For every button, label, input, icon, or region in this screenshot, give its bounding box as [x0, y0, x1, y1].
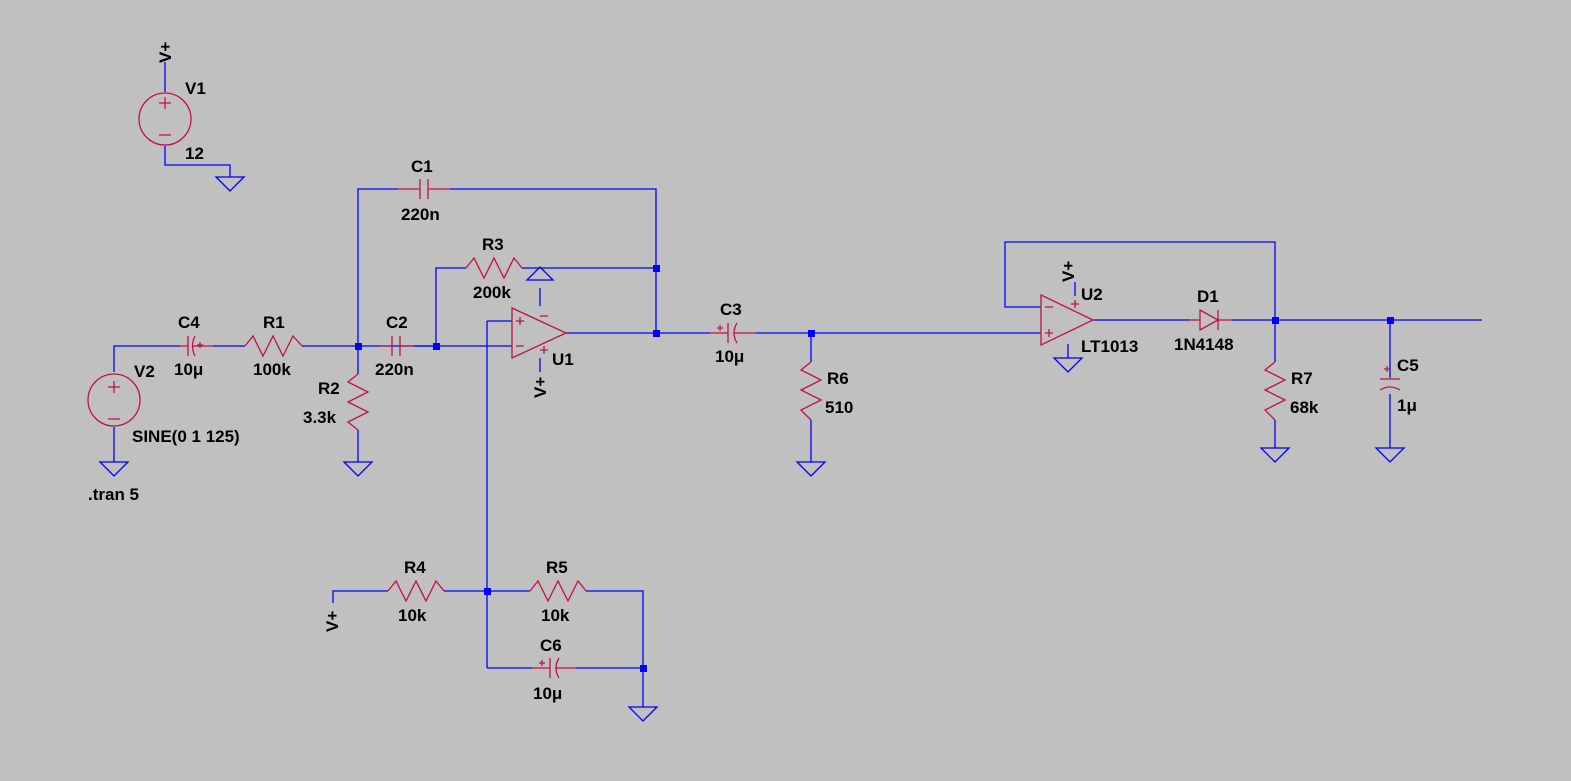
d1-value-label: 1N4148 [1174, 335, 1234, 354]
capacitor-icon [398, 179, 450, 199]
ground-icon [98, 461, 130, 477]
r2-ref-label: R2 [318, 379, 340, 398]
resistor-icon [387, 579, 445, 603]
ground-icon [342, 461, 374, 477]
junction-dot [808, 330, 815, 337]
resistor-r3[interactable]: R3 200k [465, 235, 523, 302]
c5-ref-label: C5 [1397, 356, 1419, 375]
r5-ref-label: R5 [546, 558, 568, 577]
ground-icon [795, 461, 827, 477]
opamp-u2[interactable]: U2 LT1013 V+ [1040, 261, 1138, 356]
v1-ref-label: V1 [185, 79, 206, 98]
r1-value-label: 100k [253, 360, 291, 379]
junction-dot [1387, 317, 1394, 324]
resistor-icon [346, 373, 370, 431]
c2-value-label: 220n [375, 360, 414, 379]
u1-net-label: V+ [531, 377, 550, 398]
opamp-icon [1040, 293, 1095, 347]
opamp-icon [511, 306, 568, 360]
resistor-r4[interactable]: R4 10k V+ [323, 558, 445, 632]
resistor-r6[interactable]: R6 510 [799, 361, 853, 421]
ground-icon [214, 176, 246, 192]
junction-dot [433, 343, 440, 350]
source-circle-icon [138, 92, 192, 146]
r3-value-label: 200k [473, 283, 511, 302]
c1-ref-label: C1 [411, 157, 433, 176]
capacitor-c4[interactable]: C4 10μ [174, 313, 213, 379]
diode-d1[interactable]: D1 1N4148 [1174, 287, 1234, 354]
c3-ref-label: C3 [720, 300, 742, 319]
resistor-icon [465, 256, 523, 280]
r5-value-label: 10k [541, 606, 570, 625]
capacitor-c3[interactable]: C3 10μ [710, 300, 756, 366]
junction-dot [653, 330, 660, 337]
u1-ref-label: U1 [552, 350, 574, 369]
capacitor-c1[interactable]: C1 220n [398, 157, 450, 224]
capacitor-c2[interactable]: C2 220n [375, 313, 414, 379]
c4-ref-label: C4 [178, 313, 200, 332]
resistor-icon [529, 579, 587, 603]
r6-value-label: 510 [825, 398, 853, 417]
c1-value-label: 220n [401, 205, 440, 224]
resistor-r1[interactable]: R1 100k [244, 313, 303, 379]
voltage-source-v1[interactable]: V1 12 V+ [138, 42, 206, 163]
resistor-r7[interactable]: R7 68k [1263, 361, 1319, 421]
d1-ref-label: D1 [1197, 287, 1219, 306]
resistor-icon [1263, 361, 1287, 421]
capacitor-c5[interactable]: C5 1μ [1379, 356, 1419, 415]
ground-icon [1259, 447, 1291, 463]
u2-net-label: V+ [1059, 261, 1078, 282]
v2-ref-label: V2 [134, 362, 155, 381]
c3-value-label: 10μ [715, 347, 744, 366]
r7-value-label: 68k [1290, 398, 1319, 417]
r2-value-label: 3.3k [303, 408, 337, 427]
junction-dot [640, 665, 647, 672]
r3-ref-label: R3 [482, 235, 504, 254]
capacitor-c6[interactable]: C6 10μ [532, 636, 576, 703]
r4-net-label: V+ [323, 611, 342, 632]
u2-value-label: LT1013 [1081, 337, 1138, 356]
ground-icon [1374, 447, 1406, 463]
v1-net-label: V+ [156, 42, 175, 63]
capacitor-icon [380, 336, 414, 356]
junction-dot [653, 265, 660, 272]
source-circle-icon [87, 373, 141, 427]
r7-ref-label: R7 [1291, 369, 1313, 388]
diode-icon [1190, 308, 1232, 332]
ground-icon [627, 706, 659, 722]
v1-value-label: 12 [185, 144, 204, 163]
ground-symbols [98, 176, 1406, 722]
junction-dot [484, 588, 491, 595]
c5-value-label: 1μ [1397, 396, 1417, 415]
resistor-r2[interactable]: R2 3.3k [303, 373, 370, 431]
capacitor-icon [1379, 366, 1401, 391]
junctions [355, 265, 1394, 672]
c6-ref-label: C6 [540, 636, 562, 655]
u2-ref-label: U2 [1081, 285, 1103, 304]
spice-directive[interactable]: .tran 5 [88, 485, 139, 504]
r4-ref-label: R4 [404, 558, 426, 577]
resistor-r5[interactable]: R5 10k [529, 558, 587, 625]
opamp-u1[interactable]: U1 V+ [511, 306, 574, 398]
junction-dot [1272, 317, 1279, 324]
junction-dot [355, 343, 362, 350]
r6-ref-label: R6 [827, 369, 849, 388]
r4-value-label: 10k [398, 606, 427, 625]
c2-ref-label: C2 [386, 313, 408, 332]
resistor-icon [799, 361, 823, 421]
ground-icon [1052, 357, 1084, 373]
r1-ref-label: R1 [263, 313, 285, 332]
voltage-source-v2[interactable]: V2 SINE(0 1 125) [87, 362, 240, 446]
ground-icon [525, 266, 555, 281]
c6-value-label: 10μ [533, 684, 562, 703]
c4-value-label: 10μ [174, 360, 203, 379]
resistor-icon [244, 334, 303, 358]
v2-value-label: SINE(0 1 125) [132, 427, 240, 446]
